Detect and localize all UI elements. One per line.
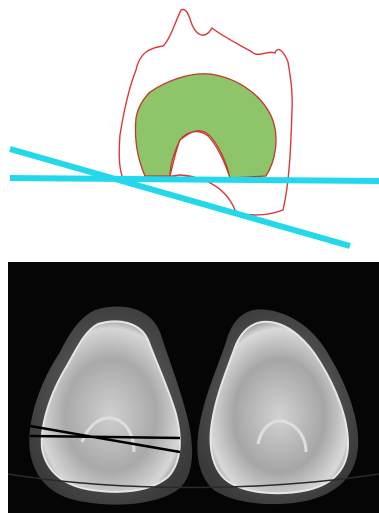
contour-diagram-panel bbox=[0, 0, 379, 262]
oblique-reference-line bbox=[10, 149, 350, 246]
inner-filled-region bbox=[135, 74, 276, 178]
horizontal-reference-line bbox=[10, 178, 379, 181]
ct-scan-image bbox=[0, 262, 379, 513]
contour-diagram bbox=[0, 0, 379, 262]
ct-scan-panel bbox=[0, 262, 379, 513]
